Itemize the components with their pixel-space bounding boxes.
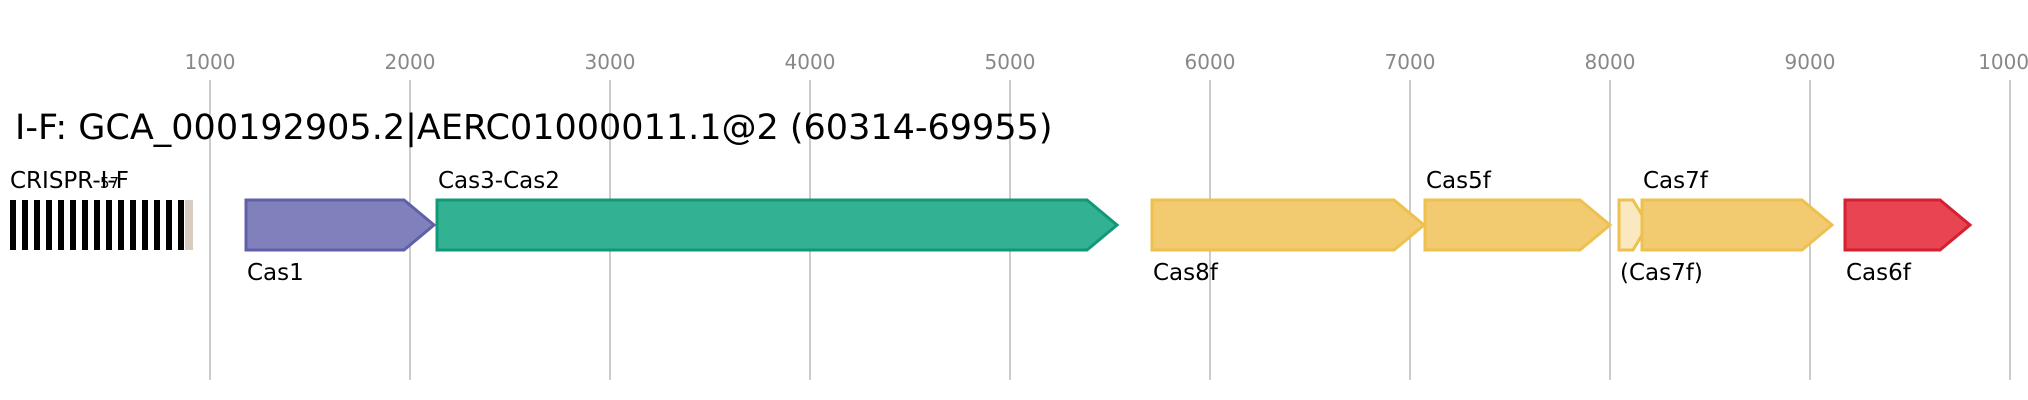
gene-label: (Cas7f) bbox=[1620, 260, 1703, 286]
crispr-repeat bbox=[178, 200, 184, 250]
tick-label: 5000 bbox=[985, 50, 1036, 74]
crispr-repeat bbox=[118, 200, 124, 250]
crispr-repeat bbox=[58, 200, 64, 250]
gene-label: Cas8f bbox=[1153, 260, 1219, 286]
crispr-repeat bbox=[154, 200, 160, 250]
crispr-repeat bbox=[142, 200, 148, 250]
crispr-label: CRISPR-I-F bbox=[10, 168, 129, 194]
crispr-repeat bbox=[70, 200, 76, 250]
gene-arrow-cas1 bbox=[244, 198, 437, 252]
gene-label: Cas5f bbox=[1426, 168, 1492, 194]
crispr-repeat bbox=[82, 200, 88, 250]
crispr-array bbox=[10, 200, 193, 250]
tick-label: 6000 bbox=[1185, 50, 1236, 74]
tick-label: 8000 bbox=[1585, 50, 1636, 74]
crispr-repeat bbox=[46, 200, 52, 250]
tick-label: 2000 bbox=[385, 50, 436, 74]
crispr-repeat bbox=[94, 200, 100, 250]
tick-label: 1000 bbox=[185, 50, 236, 74]
tick-label: 3000 bbox=[585, 50, 636, 74]
gene-arrow-cas6f bbox=[1843, 198, 1973, 252]
gene-label: Cas6f bbox=[1846, 260, 1912, 286]
tick-label: 9000 bbox=[1785, 50, 1836, 74]
crispr-leader bbox=[185, 200, 193, 250]
tick-label: 7000 bbox=[1385, 50, 1436, 74]
tick-label: 10000 bbox=[1978, 50, 2028, 74]
tick-label: 4000 bbox=[785, 50, 836, 74]
gene-arrow-cas7f bbox=[1640, 198, 1835, 252]
crispr-repeat bbox=[106, 200, 112, 250]
gene-label: Cas3-Cas2 bbox=[438, 168, 560, 194]
diagram-title: I-F: GCA_000192905.2|AERC01000011.1@2 (6… bbox=[15, 108, 1053, 148]
crispr-count: 57 bbox=[100, 174, 119, 192]
crispr-repeat bbox=[10, 200, 16, 250]
crispr-repeat bbox=[34, 200, 40, 250]
crispr-repeat bbox=[22, 200, 28, 250]
gene-arrow-cas8f bbox=[1150, 198, 1427, 252]
gene-label: Cas1 bbox=[247, 260, 304, 286]
gene-arrow-cas3-cas2 bbox=[435, 198, 1120, 252]
gene-arrow-cas5f bbox=[1423, 198, 1613, 252]
crispr-repeat bbox=[130, 200, 136, 250]
gene-label: Cas7f bbox=[1643, 168, 1709, 194]
tick-labels: 1000 2000 3000 4000 5000 6000 7000 8000 9000 1000… bbox=[185, 50, 2028, 74]
crispr-repeat bbox=[166, 200, 172, 250]
